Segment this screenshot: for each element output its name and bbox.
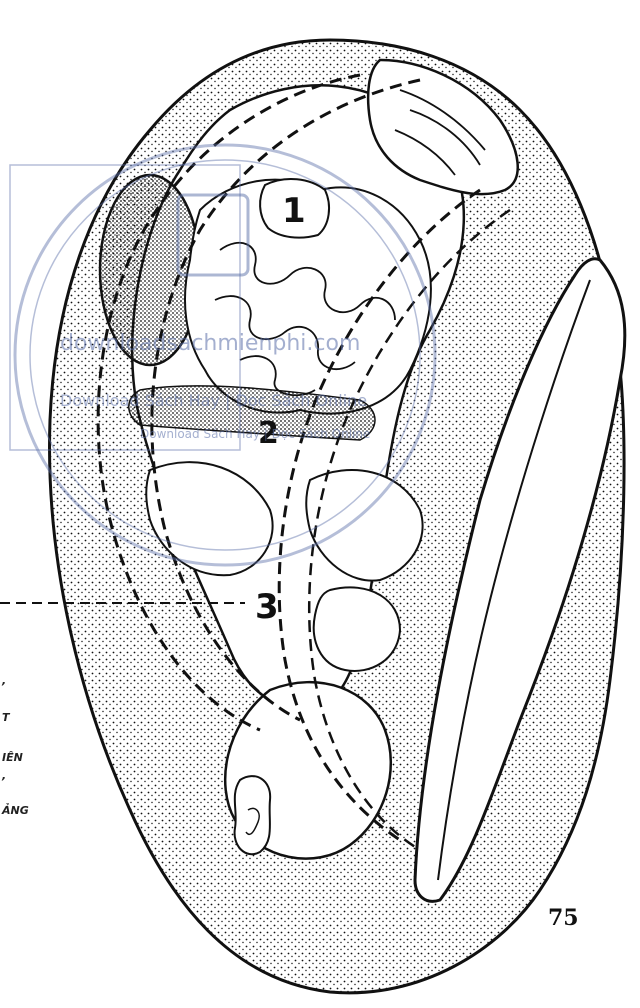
watermark-text-3: Download Sách Hay | Đọc Sách Online	[140, 427, 370, 441]
page-number: 75	[548, 905, 579, 931]
label-3: 3	[255, 587, 279, 627]
side-text-3: IÊN	[2, 752, 23, 763]
side-text-5: ẢNG	[2, 805, 29, 816]
watermark-text-2: Download Sách Hay | Đọc Sách Online	[60, 391, 367, 410]
tragus	[235, 776, 271, 854]
side-text-1: ,	[2, 675, 6, 686]
label-1: 1	[282, 191, 306, 231]
side-text-4: ,	[2, 770, 6, 781]
watermark-text-1: downloadsachmienphi.com	[60, 331, 360, 356]
side-text-2: T	[2, 712, 10, 723]
